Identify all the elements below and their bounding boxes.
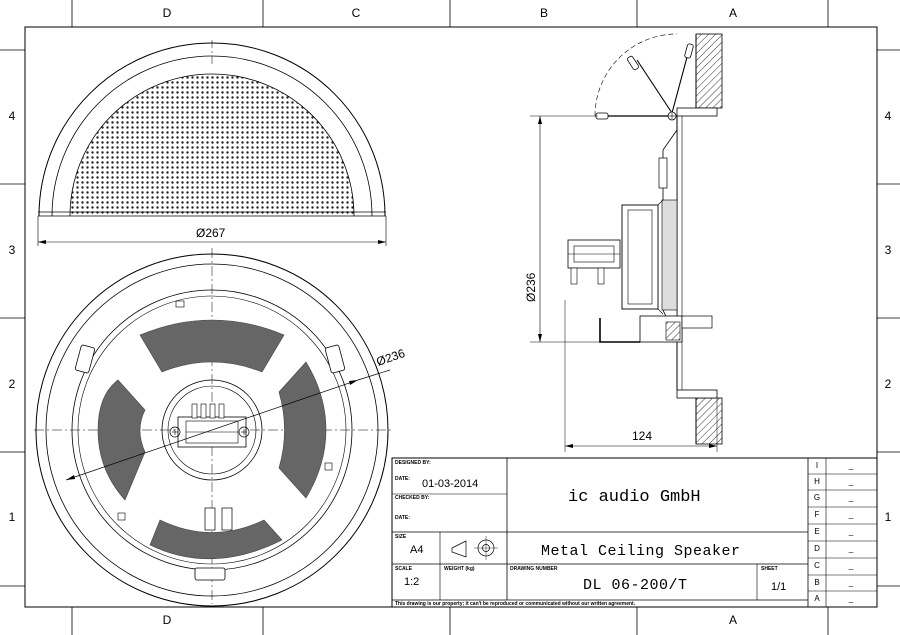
revision-value: _ xyxy=(848,477,854,486)
revision-value: _ xyxy=(848,493,854,502)
grille-half-view xyxy=(37,40,387,246)
drawing-number: DL 06-200/T xyxy=(583,577,688,594)
revision-table: I _ H _ G _ F _ E _ D _ C _ B _ A _ xyxy=(814,461,854,603)
zone-col-top-4: A xyxy=(729,6,737,20)
revision-letter: D xyxy=(814,544,820,553)
basket-window-top xyxy=(139,319,285,373)
revision-letter: G xyxy=(814,493,820,502)
revision-value: _ xyxy=(848,578,854,587)
zone-row-left-1: 1 xyxy=(9,510,16,524)
revision-letter: H xyxy=(814,477,820,486)
zone-labels: D C B A D A 4 3 2 1 4 3 2 1 xyxy=(9,6,892,627)
revision-value: _ xyxy=(848,527,854,536)
designed-by-label: DESIGNED BY: xyxy=(395,460,431,466)
zone-row-right-1: 1 xyxy=(885,510,892,524)
scale-value: 1:2 xyxy=(404,576,419,588)
checked-by-label: CHECKED BY: xyxy=(395,495,430,501)
date-label-1: DATE: xyxy=(395,476,410,482)
revision-letter: A xyxy=(814,594,820,603)
date-label-2: DATE: xyxy=(395,515,410,521)
basket-window-right xyxy=(278,361,327,499)
drawing-number-label: DRAWING NUMBER xyxy=(510,566,558,572)
revision-value: _ xyxy=(848,594,854,603)
revision-letter: B xyxy=(814,578,819,587)
zone-col-top-3: B xyxy=(540,6,548,20)
zone-row-left-2: 2 xyxy=(9,377,16,391)
company-name: ic audio GmbH xyxy=(568,488,701,507)
zone-col-top-2: C xyxy=(352,6,361,20)
zone-row-right-2: 2 xyxy=(885,377,892,391)
revision-value: _ xyxy=(848,510,854,519)
title-block xyxy=(391,457,878,608)
weight-label: WEIGHT (kg) xyxy=(444,566,475,572)
sheet-value: 1/1 xyxy=(771,581,786,593)
sheet-label: SHEET xyxy=(761,566,778,572)
scale-label: SCALE xyxy=(395,566,413,572)
basket-window-bottom xyxy=(149,519,283,560)
zone-col-bottom-2: A xyxy=(729,613,737,627)
revision-letter: C xyxy=(814,561,820,570)
zone-row-right-3: 3 xyxy=(885,243,892,257)
zone-row-right-4: 4 xyxy=(885,109,892,123)
depth-dimension: 124 xyxy=(632,429,652,443)
zone-col-top-1: D xyxy=(163,6,172,20)
revision-letter: F xyxy=(815,510,820,519)
zone-row-left-3: 3 xyxy=(9,243,16,257)
date-value: 01-03-2014 xyxy=(422,478,478,490)
speaker-side-view xyxy=(530,33,723,452)
basket-window-left xyxy=(97,379,146,501)
zone-col-bottom-1: D xyxy=(163,613,172,627)
grille-diameter-dimension: Ø267 xyxy=(196,226,226,240)
size-label: SIZE xyxy=(395,534,407,540)
projection-symbol-cone xyxy=(451,540,467,558)
revision-value: _ xyxy=(848,544,854,553)
size-value: A4 xyxy=(410,544,423,556)
revision-value: _ xyxy=(848,461,854,470)
revision-letter: E xyxy=(814,527,819,536)
zone-row-left-4: 4 xyxy=(9,109,16,123)
ownership-note: This drawing is our property; it can't b… xyxy=(395,601,636,607)
speaker-front-view xyxy=(34,248,392,607)
speaker-diameter-dimension: Ø236 xyxy=(374,346,407,369)
revision-value: _ xyxy=(848,561,854,570)
revision-letter: I xyxy=(816,461,818,470)
side-diameter-dimension: Ø236 xyxy=(524,272,538,302)
drawing-title: Metal Ceiling Speaker xyxy=(541,543,741,560)
